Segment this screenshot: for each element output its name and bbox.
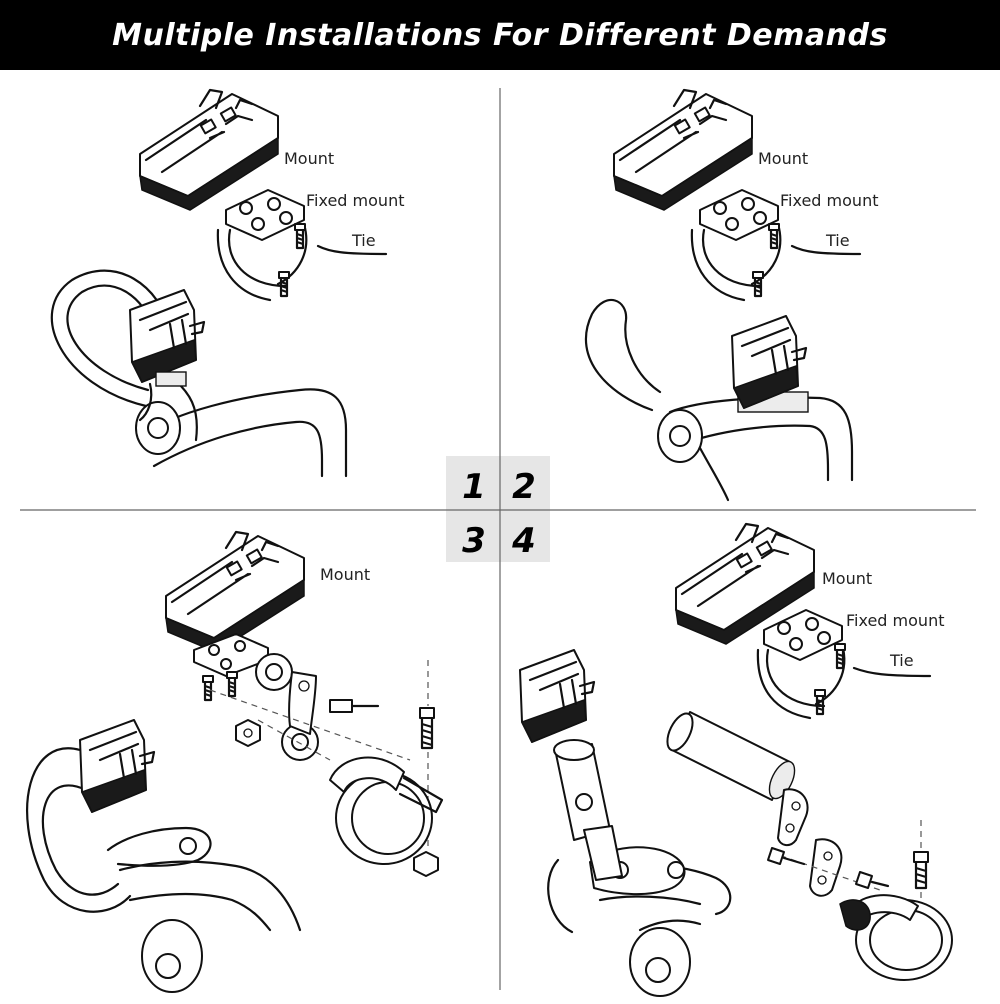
clamp-icon [839,894,953,981]
tie-icon [756,648,932,720]
cycle-mount-icon [128,288,206,387]
mount-label: Mount [284,149,334,168]
panel-2: Mount Fixed mount Tie [585,88,878,502]
link-arm-icon [769,838,881,897]
handlebar-icon [547,846,732,997]
tie-icon [690,228,862,302]
cycle-mount-icon [78,718,156,814]
handlebar-icon [585,298,854,502]
mount-icon [138,88,280,212]
mount-icon [612,88,754,212]
tie-label: Tie [825,231,850,250]
link-arm-icon [288,671,317,735]
fixed-mount-icon [698,188,782,288]
panel-3: Mount [26,530,444,993]
fixed-mount-icon [762,608,846,708]
nut-icon [235,719,439,877]
title-banner: Multiple Installations For Different Dem… [0,0,1000,70]
mount-label: Mount [320,565,370,584]
fixed-mount-icon [224,188,308,288]
bolt-icon [209,689,411,761]
long-screw-icon [913,820,929,900]
panel-1: Mount Fixed mount Tie [50,88,404,478]
extension-tube-icon [666,711,809,846]
fixed-mount-label: Fixed mount [846,611,944,630]
panel-number-box: 1 2 3 4 [446,456,550,562]
panel-number-1: 1 [462,467,486,507]
tie-label: Tie [889,651,914,670]
installation-diagram: Mount Fixed mount Tie [0,70,1000,1000]
fixed-mount-label: Fixed mount [306,191,404,210]
banner-title: Multiple Installations For Different Dem… [112,17,888,53]
riser-arm-icon [553,739,623,881]
mount-label: Mount [758,149,808,168]
tie-label: Tie [351,231,376,250]
mount-label: Mount [822,569,872,588]
fixed-mount-label: Fixed mount [780,191,878,210]
panel-number-3: 3 [462,521,486,561]
bolt-icon [767,847,890,889]
cycle-mount-icon [518,648,596,744]
panel-4: Mount Fixed mount Tie [518,522,953,997]
handlebar-icon [26,747,302,993]
handlebar-icon [50,269,348,478]
clamp-icon [329,756,444,865]
panel-number-2: 2 [512,467,536,507]
panel-number-4: 4 [511,521,536,561]
tie-icon [216,228,388,302]
